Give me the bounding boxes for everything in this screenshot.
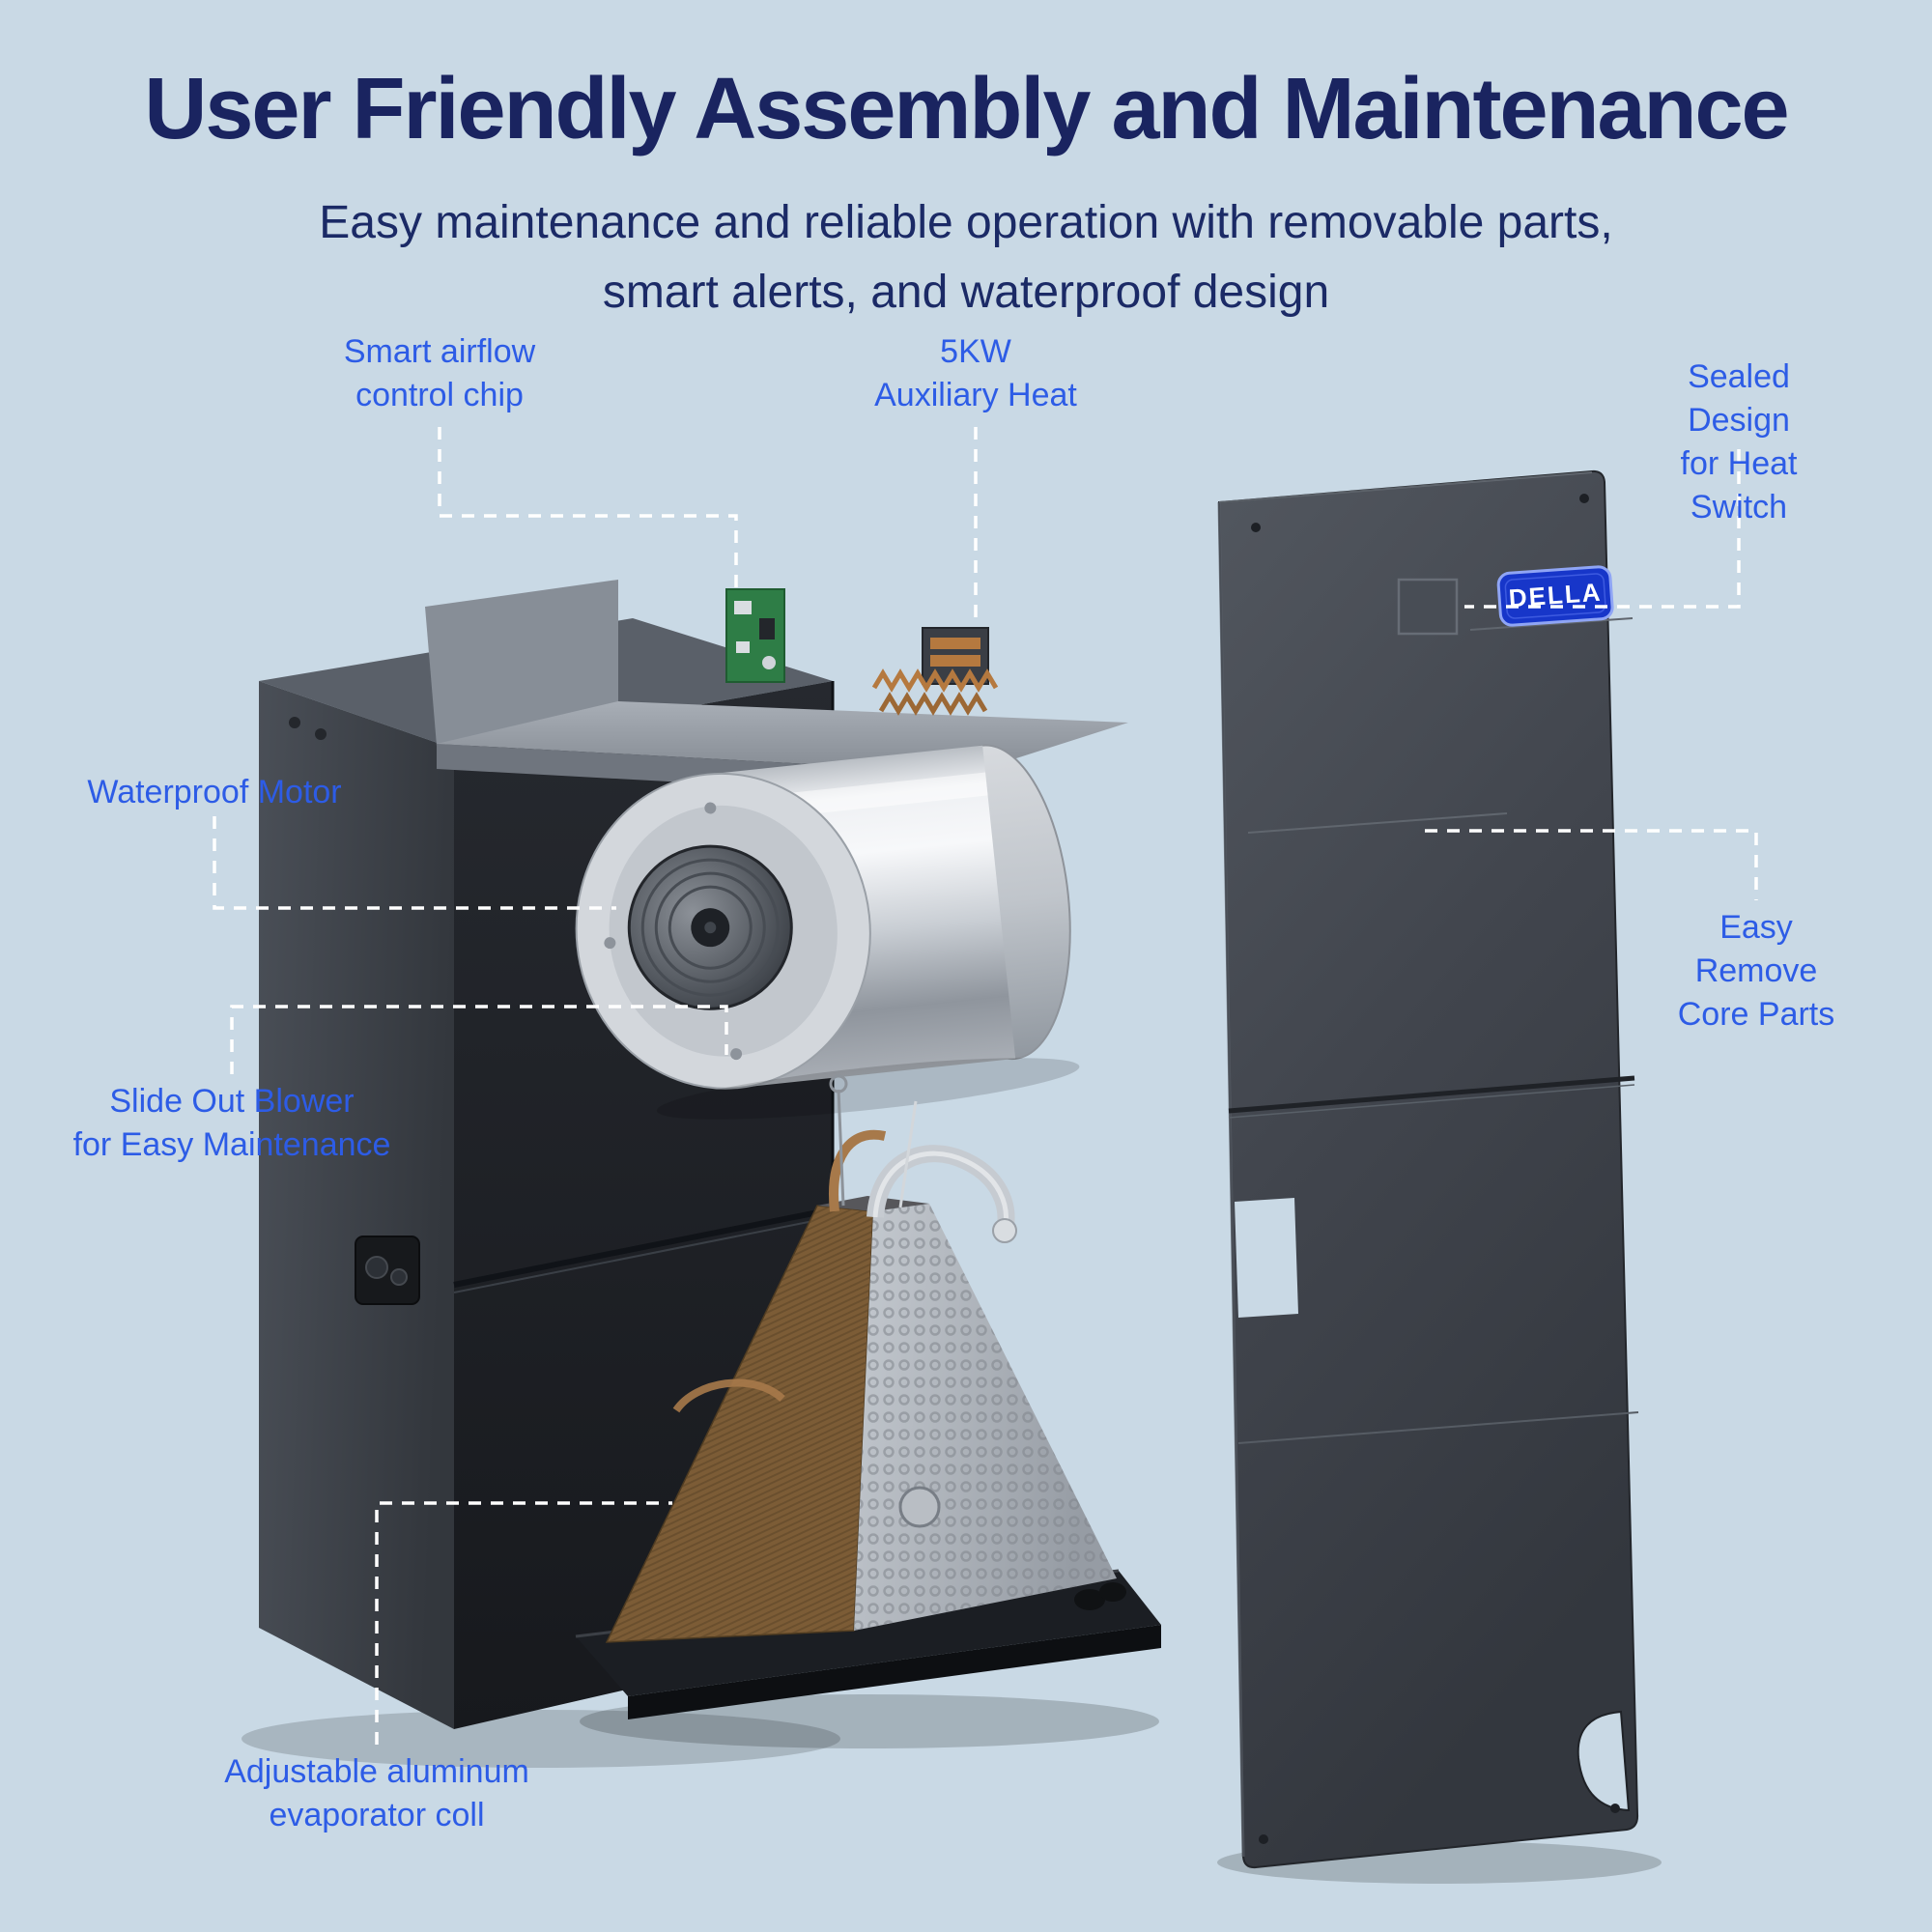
leader-line-slide-out (230, 1005, 728, 1074)
refrigerant-pipes (672, 1074, 1126, 1610)
airflow-control-chip (725, 588, 785, 683)
callout-easy-remove-core-parts: Easy Remove Core Parts (1677, 909, 1835, 1033)
callout-smart-airflow-chip: Smart airflow control chip (343, 333, 536, 413)
leader-line-sealed-design (1464, 449, 1741, 609)
heat-switch-access-square (1397, 578, 1459, 636)
callout-aux-heat: 5KW Auxiliary Heat (874, 333, 1077, 413)
callout-waterproof-motor: Waterproof Motor (87, 774, 342, 810)
callout-slide-out-blower: Slide Out Blower for Easy Maintenance (72, 1083, 391, 1163)
leader-line-waterproof-motor (213, 816, 616, 910)
auxiliary-heat-element (871, 627, 999, 716)
header: User Friendly Assembly and Maintenance E… (0, 60, 1932, 327)
leader-line-smart-airflow (438, 427, 738, 587)
page-subtitle: Easy maintenance and reliable operation … (319, 197, 1613, 318)
front-panel: DELLA (1217, 469, 1639, 1869)
blower-assembly (575, 744, 1080, 1120)
callout-evaporator-coil: Adjustable aluminum evaporator coll (224, 1753, 529, 1833)
leader-line-easy-remove (1425, 829, 1758, 900)
waterproof-motor (627, 844, 793, 1010)
callout-sealed-design: Sealed Design for Heat Switch (1680, 358, 1798, 526)
panel-notch (1235, 1198, 1298, 1318)
page-title: User Friendly Assembly and Maintenance (144, 61, 1789, 157)
della-badge: DELLA (1496, 565, 1614, 627)
leader-lines (213, 427, 1758, 1745)
evaporator-coil (575, 1074, 1161, 1719)
